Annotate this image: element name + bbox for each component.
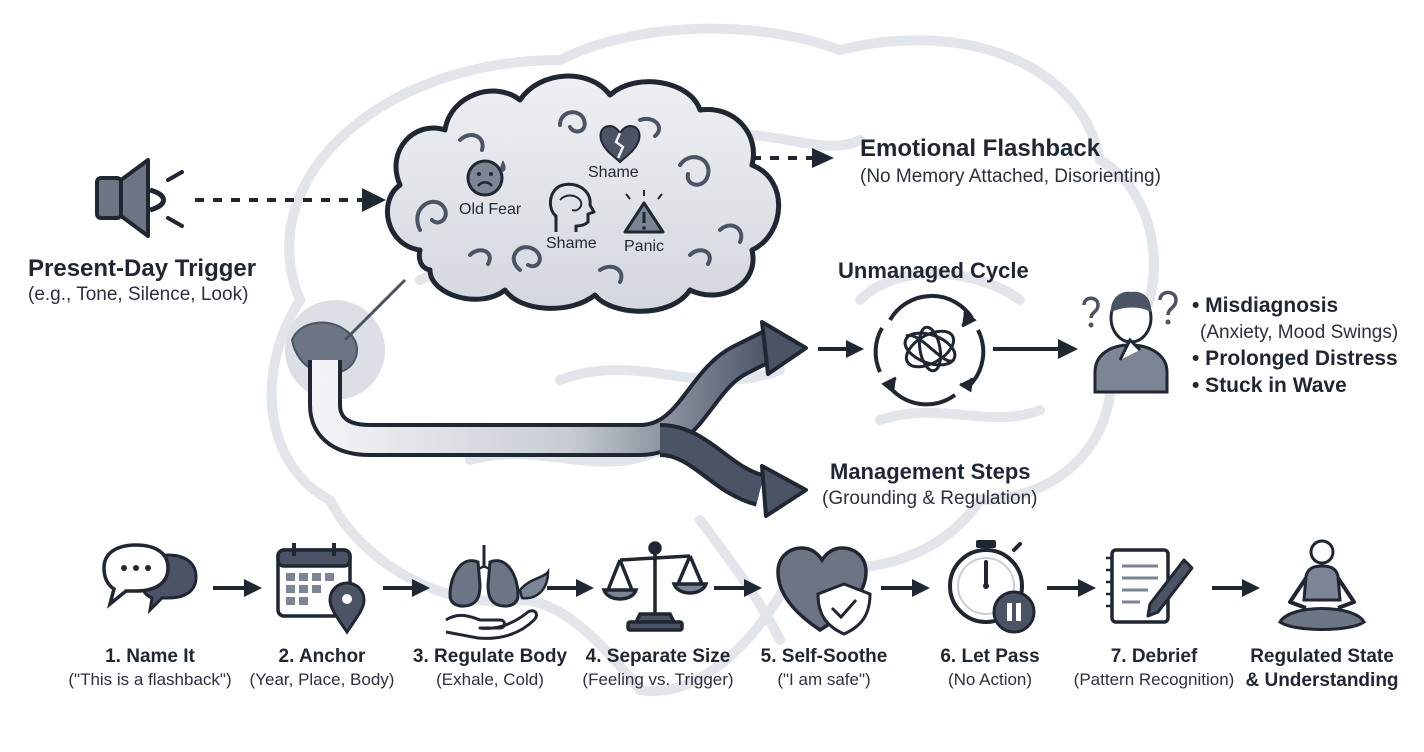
step-3-title: 3. Regulate Body — [412, 646, 568, 667]
speaker-icon — [95, 158, 184, 238]
speech-bubbles-icon — [102, 543, 198, 615]
trigger-title: Present-Day Trigger — [28, 255, 257, 282]
thought-cloud — [384, 73, 782, 314]
trigger-subtitle: (e.g., Tone, Silence, Look) — [28, 284, 249, 305]
meditating-person-icon — [1278, 539, 1366, 631]
split-path-arrow — [308, 320, 808, 518]
tangled-cycle-icon — [873, 293, 986, 407]
final-step-title: Regulated State — [1250, 646, 1394, 667]
flashback-title: Emotional Flashback — [860, 135, 1101, 162]
arrowhead — [846, 340, 864, 358]
step-5-sub: ("I am safe") — [777, 670, 871, 689]
management-subtitle: (Grounding & Regulation) — [822, 488, 1038, 509]
cloud-label-shame-bottom: Shame — [546, 235, 597, 252]
step-3-sub: (Exhale, Cold) — [436, 670, 544, 689]
bullet-misdiagnosis: • Misdiagnosis — [1192, 294, 1339, 317]
step-5-title: 5. Self-Soothe — [760, 646, 888, 667]
cycle-title: Unmanaged Cycle — [838, 258, 1029, 283]
step-2-title: 2. Anchor — [278, 646, 366, 667]
head-profile-icon — [549, 182, 596, 232]
balance-scale-icon — [601, 541, 709, 632]
step-arrows — [213, 579, 1260, 597]
bullet-misdiagnosis-sub: (Anxiety, Mood Swings) — [1200, 322, 1399, 343]
arrowhead — [362, 188, 386, 212]
step-4-sub: (Feeling vs. Trigger) — [582, 670, 734, 689]
calendar-location-icon — [276, 543, 366, 635]
final-step-sub: & Understanding — [1245, 670, 1399, 691]
flashback-subtitle: (No Memory Attached, Disorienting) — [860, 166, 1161, 187]
notepad-pen-icon — [1106, 548, 1194, 624]
lungs-hand-icon — [445, 545, 550, 640]
confused-person-icon — [1082, 290, 1178, 394]
arrowhead — [812, 148, 834, 168]
bullet-stuck-in-wave: • Stuck in Wave — [1192, 374, 1347, 397]
step-7-sub: (Pattern Recognition) — [1073, 670, 1235, 689]
cloud-label-old-fear: Old Fear — [459, 201, 522, 218]
step-1-sub: ("This is a flashback") — [68, 670, 232, 689]
step-4-title: 4. Separate Size — [585, 646, 731, 667]
sad-face-icon — [466, 159, 506, 197]
step-1-title: 1. Name It — [105, 646, 195, 667]
cloud-label-shame-top: Shame — [588, 164, 639, 181]
warning-icon — [623, 190, 665, 234]
arrowhead — [1058, 339, 1078, 359]
management-title: Management Steps — [830, 459, 1031, 484]
heart-shield-icon — [776, 546, 872, 636]
bullet-prolonged-distress: • Prolonged Distress — [1192, 347, 1398, 370]
step-6-sub: (No Action) — [947, 670, 1033, 689]
step-7-title: 7. Debrief — [1110, 646, 1198, 667]
broken-heart-icon — [599, 124, 641, 164]
step-2-sub: (Year, Place, Body) — [249, 670, 395, 689]
stopwatch-pause-icon — [948, 540, 1036, 634]
step-6-title: 6. Let Pass — [940, 646, 1040, 667]
cloud-label-panic: Panic — [624, 238, 665, 255]
